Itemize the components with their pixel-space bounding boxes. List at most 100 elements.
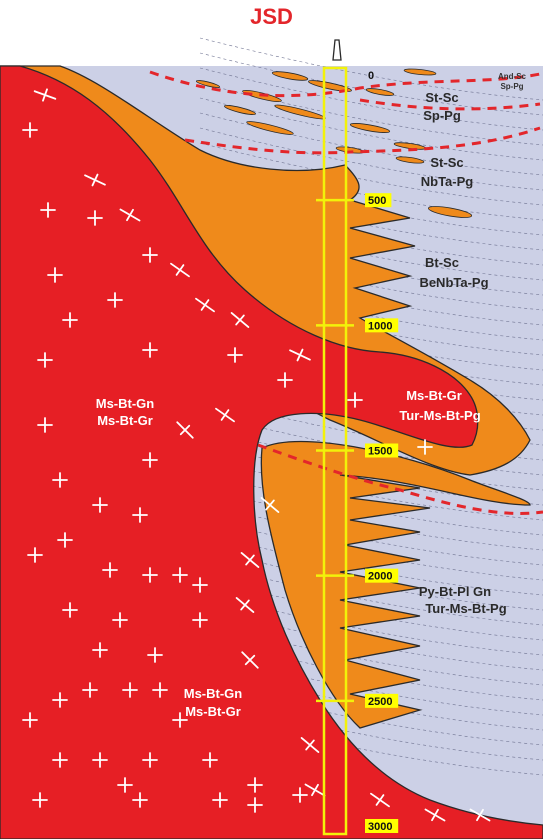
foliation-line bbox=[199, 52, 543, 116]
granite-plus-mark bbox=[32, 792, 48, 808]
zone-label-st-sc-nbta-1: St-Sc bbox=[430, 155, 463, 170]
pegmatite-lower-fan bbox=[260, 440, 531, 729]
granite-plus-mark bbox=[347, 392, 363, 408]
granite-plus-mark bbox=[37, 352, 53, 368]
granite-plus-mark bbox=[292, 787, 308, 803]
granite-cross-mark bbox=[300, 737, 320, 753]
pegmatite-lens bbox=[403, 68, 437, 76]
boundary-staurolite bbox=[184, 126, 541, 155]
granite-cross-mark bbox=[304, 783, 326, 797]
depth-label-background bbox=[365, 443, 399, 458]
pegmatite-lens bbox=[427, 206, 473, 218]
depth-label: 1000 bbox=[368, 320, 392, 332]
zone-label-bt-sc-1: Bt-Sc bbox=[425, 255, 459, 270]
pegmatite-lens bbox=[246, 121, 294, 135]
granite-plus-mark bbox=[52, 752, 68, 768]
granite-plus-mark bbox=[247, 797, 263, 813]
granite-plus-mark bbox=[117, 777, 133, 793]
depth-label-background bbox=[365, 693, 399, 708]
granite-plus-mark bbox=[172, 567, 188, 583]
granite-plus-mark bbox=[27, 547, 43, 563]
depth-label-background bbox=[365, 318, 399, 333]
drill-site-label: JSD bbox=[250, 4, 293, 29]
granite-plus-mark bbox=[192, 612, 208, 628]
granite-cross-mark bbox=[370, 792, 390, 808]
depth-label-background bbox=[365, 819, 399, 833]
pegmatite-lens bbox=[365, 88, 395, 96]
zone-label-and-sc-1: And-Sc bbox=[498, 72, 527, 81]
depth-label-background bbox=[365, 193, 392, 208]
granite-cross-mark bbox=[84, 173, 106, 187]
granite-cross-mark bbox=[119, 208, 141, 222]
granite-plus-mark bbox=[40, 202, 56, 218]
granite-plus-mark bbox=[277, 372, 293, 388]
zone-label-st-sc-sp-1: St-Sc bbox=[425, 90, 458, 105]
foliation-line bbox=[199, 127, 543, 191]
granite-plus-mark bbox=[142, 752, 158, 768]
granite-plus-mark bbox=[102, 562, 118, 578]
granite-plus-mark bbox=[107, 292, 123, 308]
zone-label-st-sc-nbta-2: NbTa-Pg bbox=[421, 174, 474, 189]
granite-symbol-marks bbox=[22, 88, 491, 822]
granite-cross-mark bbox=[260, 497, 280, 513]
granite-plus-mark bbox=[152, 682, 168, 698]
granite-cross-mark bbox=[289, 348, 311, 362]
depth-label: 1500 bbox=[368, 446, 392, 458]
granite-plus-mark bbox=[147, 647, 163, 663]
granite-plus-mark bbox=[57, 532, 73, 548]
granite-plus-mark bbox=[22, 712, 38, 728]
foliation-line bbox=[199, 112, 543, 176]
granite-plus-mark bbox=[132, 507, 148, 523]
pegmatite-lens bbox=[224, 105, 256, 115]
granite-plus-mark bbox=[247, 777, 263, 793]
granite-plus-mark bbox=[212, 792, 228, 808]
zone-label-ms-bt-gr-1: Ms-Bt-Gr bbox=[406, 388, 462, 403]
zone-label-and-sc-2: Sp-Pg bbox=[500, 82, 523, 91]
granite-plus-mark bbox=[192, 577, 208, 593]
granite-cross-mark bbox=[195, 297, 215, 313]
granite-plus-mark bbox=[142, 567, 158, 583]
depth-label: 500 bbox=[368, 195, 386, 207]
foliation-line bbox=[199, 67, 543, 131]
granite-plus-mark bbox=[92, 752, 108, 768]
zone-label-left-gneiss-1: Ms-Bt-Gn bbox=[96, 396, 155, 411]
granite-plus-mark bbox=[82, 682, 98, 698]
granite-cross-mark bbox=[235, 597, 255, 613]
pegmatite-lens bbox=[308, 80, 352, 92]
depth-label: 2500 bbox=[368, 696, 392, 708]
zone-boundaries bbox=[149, 70, 543, 515]
granite-cross-mark bbox=[230, 312, 250, 328]
granite-cross-mark bbox=[240, 552, 260, 568]
granite-plus-mark bbox=[37, 417, 53, 433]
granite-cross-mark bbox=[241, 651, 259, 669]
granite-plus-mark bbox=[22, 122, 38, 138]
zone-label-left-gneiss-2: Ms-Bt-Gr bbox=[97, 413, 153, 428]
granite-plus-mark bbox=[112, 612, 128, 628]
granite-plus-mark bbox=[142, 247, 158, 263]
boundary-upper-thin bbox=[359, 98, 541, 111]
granite-cross-mark bbox=[33, 88, 57, 102]
zone-label-py-bt-pl-2: Tur-Ms-Bt-Pg bbox=[425, 601, 506, 616]
granite-plus-mark bbox=[87, 210, 103, 226]
granite-plus-mark bbox=[227, 347, 243, 363]
pegmatite-lens bbox=[349, 123, 391, 133]
granite-plus-mark bbox=[202, 752, 218, 768]
granite-cross-mark bbox=[176, 421, 194, 439]
depth-label: 2000 bbox=[368, 571, 392, 583]
depth-label-background bbox=[365, 568, 399, 583]
pegmatite-lens bbox=[395, 156, 425, 164]
zone-label-bt-sc-2: BeNbTa-Pg bbox=[419, 275, 488, 290]
depth-label: 3000 bbox=[368, 821, 392, 833]
boundary-andalusite bbox=[149, 70, 541, 98]
zone-label-lower-gneiss-1: Ms-Bt-Gn bbox=[184, 686, 243, 701]
granite-cross-mark bbox=[424, 808, 446, 822]
granite-plus-mark bbox=[47, 267, 63, 283]
granite-plus-mark bbox=[142, 342, 158, 358]
boundary-biotite bbox=[257, 443, 543, 515]
granite-plus-mark bbox=[62, 602, 78, 618]
granite-plus-mark bbox=[417, 439, 433, 455]
granite-plus-mark bbox=[52, 472, 68, 488]
zone-label-st-sc-sp-2: Sp-Pg bbox=[423, 108, 461, 123]
